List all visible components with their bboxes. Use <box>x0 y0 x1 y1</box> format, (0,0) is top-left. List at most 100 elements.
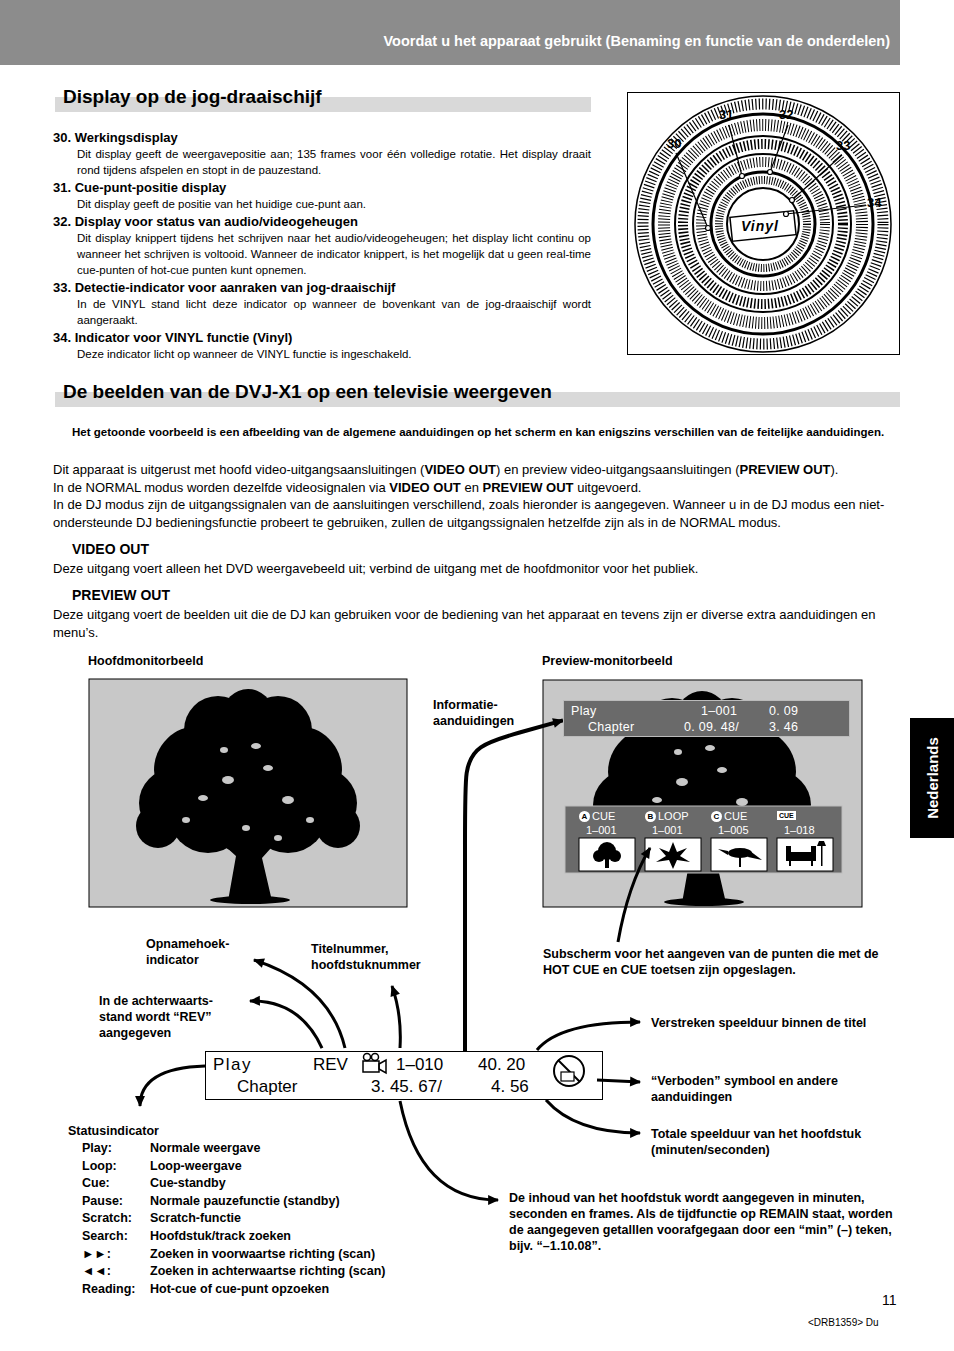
text-run: PREVIEW OUT <box>483 480 574 495</box>
node-text: 1–005 <box>718 824 749 837</box>
leader-arrows-part <box>537 1022 640 1050</box>
label-text: ◄◄: <box>82 1263 111 1281</box>
section-heading: De beelden van de DVJ-X1 op een televisi… <box>63 381 552 403</box>
node-text: 4. 56 <box>491 1077 529 1097</box>
leader-arrows-part <box>618 848 650 942</box>
paragraph-line: In de NORMAL modus worden dezelfde video… <box>53 479 900 497</box>
status-icons-part-part <box>558 1060 580 1082</box>
preview-monitor-part <box>593 841 826 869</box>
node-text: Chapter <box>588 720 635 735</box>
node-text: 1–018 <box>784 824 815 837</box>
label-text: Informatie- aanduidingen <box>433 697 528 729</box>
label-text: Hoofdstuk/track zoeken <box>150 1228 291 1246</box>
preview-monitor-part-part <box>579 838 635 871</box>
preview-monitor-part-part <box>605 858 609 868</box>
status-icons-part-part <box>364 1054 371 1061</box>
node-text: 1–001 <box>652 824 683 837</box>
status-display: PlayREV1–01040. 20Chapter3. 45. 67/4. 56 <box>205 1051 603 1100</box>
main-monitor-part <box>136 689 360 904</box>
node-text: Nederlands <box>924 737 941 819</box>
jog-dial-part <box>719 180 807 268</box>
label-text: Hot-cue of cue-punt opzoeken <box>150 1281 329 1299</box>
text-run: ) en preview video-uitgangsaansluitingen… <box>496 462 740 477</box>
jog-dial-part-part <box>729 125 742 176</box>
preview-monitor-part-part <box>593 850 605 862</box>
preview-monitor-part-part <box>718 849 728 855</box>
node-text: REV <box>313 1055 348 1075</box>
jog-dial-part-part <box>784 212 789 217</box>
callout-number: 32 <box>779 107 793 122</box>
jog-dial-part-part <box>770 125 788 172</box>
hot-cue-subscreen: ACUE1–001BLOOP1–001CCUE1–005CUE1–018 <box>565 806 850 873</box>
callout-number: 30 <box>667 136 681 151</box>
jog-dial-part <box>635 96 891 352</box>
leader-arrows-part <box>140 1066 205 1106</box>
preview-monitor-part-part <box>821 846 823 866</box>
jog-dial <box>628 93 900 355</box>
leader-arrows <box>140 848 650 1200</box>
node-text: Voordat u het apparaat gebruikt (Benamin… <box>384 33 891 49</box>
preview-monitor-part-part <box>656 842 690 869</box>
label-text: Cue-standby <box>150 1175 226 1193</box>
text-run: uitgevoerd. <box>577 480 641 495</box>
node-text: CUE <box>777 811 796 820</box>
item-description: In de VINYL stand licht deze indicator o… <box>53 296 591 328</box>
preview-monitor-part <box>565 806 842 873</box>
label-text: Zoeken in achterwaartse richting (scan) <box>150 1263 386 1281</box>
preview-monitor-part <box>543 680 862 907</box>
label-text: Statusindicator <box>68 1123 159 1141</box>
leader-arrows-part <box>254 960 345 1048</box>
status-icons-part-part <box>372 1054 379 1061</box>
node-text: C <box>711 811 722 822</box>
label-text: Loop-weergave <box>150 1158 242 1176</box>
paragraph: Dit apparaat is uitgerust met hoofd vide… <box>53 461 900 531</box>
node-text: 3. 46 <box>769 720 798 735</box>
main-monitor-part <box>89 679 407 907</box>
preview-monitor-part-part <box>748 851 762 860</box>
label-text: ►►: <box>82 1246 111 1264</box>
info-bar: Play1–0010. 09Chapter0. 09. 48/3. 46 <box>563 700 850 737</box>
callout-number: 31 <box>719 107 733 122</box>
label-text: Reading: <box>82 1281 135 1299</box>
item-title: 33. Detectie-indicator voor aanraken van… <box>53 280 591 296</box>
text-run: In de DJ modus zijn de uitgangssignalen … <box>53 497 884 530</box>
status-icons-part-part <box>554 1056 584 1086</box>
label-text: De inhoud van het hoofdstuk wordt aangeg… <box>509 1190 904 1254</box>
node-text: Play <box>571 704 597 719</box>
item-description: Dit display geeft de weergavepositie aan… <box>53 146 591 178</box>
node-text: A <box>579 811 590 822</box>
node-text: 0. 09 <box>769 704 798 719</box>
label-text: 11 <box>882 1292 897 1308</box>
jog-dial-part-part <box>786 205 866 214</box>
text-run: VIDEO OUT <box>389 480 461 495</box>
item-list: 30. WerkingsdisplayDit display geeft de … <box>53 128 591 362</box>
label-text: Zoeken in voorwaartse richting (scan) <box>150 1246 375 1264</box>
callout-number: 33 <box>836 138 850 153</box>
label-text: Pause: <box>82 1193 123 1211</box>
label-text: Subscherm voor het aangeven van de punte… <box>543 946 893 978</box>
jog-dial-part <box>683 144 843 304</box>
leader-arrows-part <box>400 1101 498 1200</box>
jog-dial-part-part <box>790 198 795 203</box>
node-text: Play <box>213 1055 252 1075</box>
text-run: ). <box>831 462 839 477</box>
jog-dial-part-part <box>676 153 708 228</box>
preview-monitor <box>543 680 862 907</box>
leader-arrows-part <box>546 1100 640 1133</box>
preview-monitor-part-part <box>789 861 791 866</box>
label-text: “Verboden” symbool en andere aanduidinge… <box>651 1073 891 1105</box>
label-text: Deze uitgang voert alleen het DVD weerga… <box>53 560 900 578</box>
label-text: Scratch-functie <box>150 1210 241 1228</box>
jog-dial-part-part <box>706 226 711 231</box>
label-text: Search: <box>82 1228 128 1246</box>
status-icons-part-part <box>561 1072 574 1081</box>
label-text: VIDEO OUT <box>72 541 149 557</box>
jog-dial-part <box>676 125 866 231</box>
node-text: Chapter <box>237 1077 297 1097</box>
item-description: Dit display geeft de positie van het hui… <box>53 196 591 212</box>
preview-monitor-part-part <box>811 861 813 866</box>
node-text: CUE <box>724 810 747 823</box>
item-description: Deze indicator licht op wanneer de VINYL… <box>53 346 591 362</box>
